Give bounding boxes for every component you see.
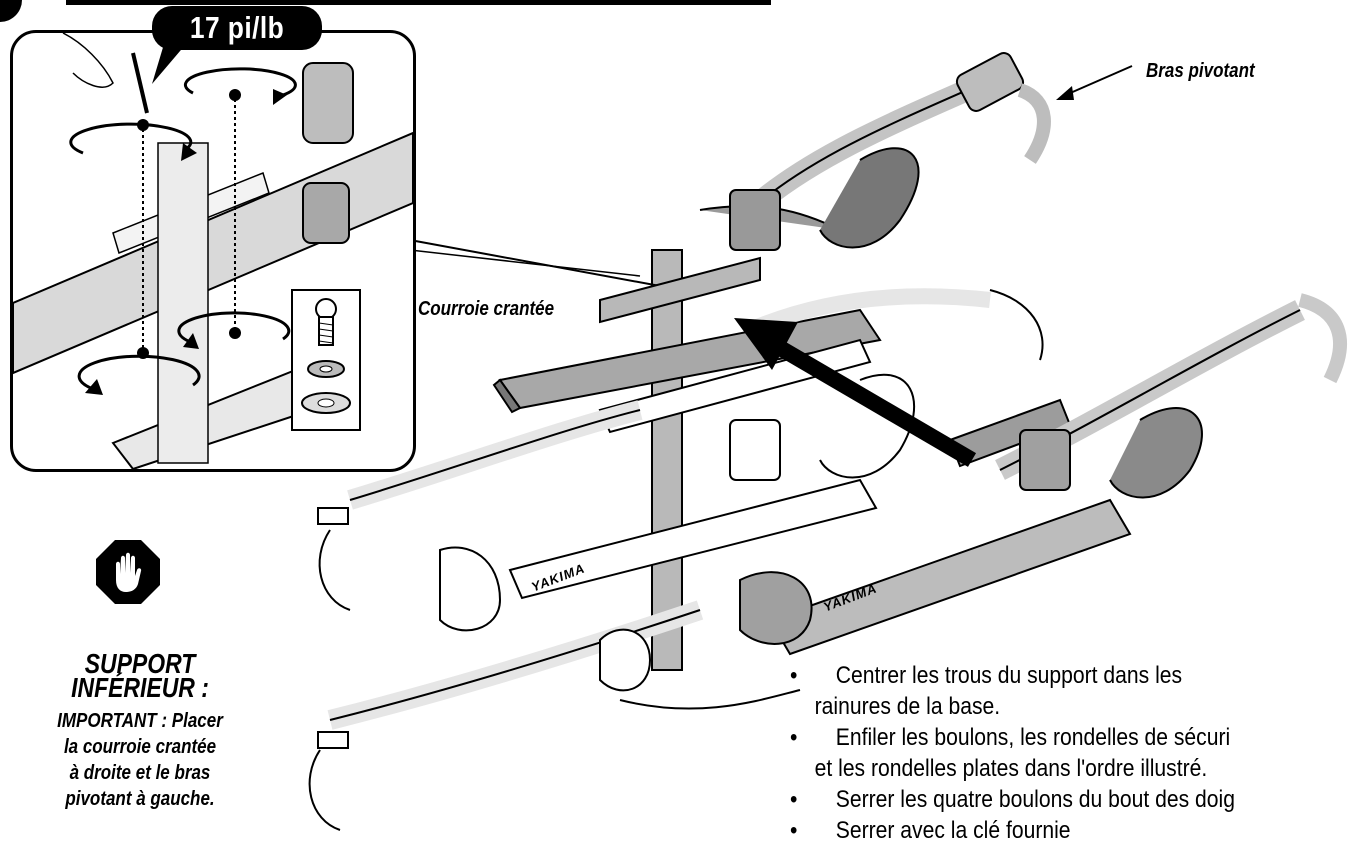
detail-inset: [10, 30, 416, 472]
arrow-icon: [734, 318, 977, 467]
important-note-line1: IMPORTANT : Placer: [57, 710, 223, 732]
stop-hand-icon: [96, 540, 160, 604]
instruction-text: Serrer avec la clé fournie: [835, 817, 1071, 844]
instruction-item: •Serrer les quatre boulons du bout des d…: [790, 786, 1235, 813]
hardware-exploded-view: [291, 289, 361, 431]
torque-callout-bubble: [152, 6, 322, 50]
bottom-arm: [308, 600, 801, 831]
header-title-fragment: [66, 0, 771, 5]
support-title-line1: SUPPORT: [84, 648, 196, 679]
support-title-line2: INFÉRIEUR :: [71, 672, 209, 703]
instruction-text: Serrer les quatre boulons du bout des do…: [835, 786, 1235, 813]
important-note-line4: pivotant à gauche.: [65, 788, 215, 810]
pivot-arm-pointer-icon: [1056, 65, 1133, 100]
important-note-line3: à droite et le bras: [69, 762, 211, 784]
instruction-item: •Serrer avec la clé fournie: [790, 817, 1071, 844]
pivot-arm-label: Bras pivotant: [1146, 60, 1255, 82]
bolt-washer-stack-icon: [301, 298, 351, 414]
inset-illustration: [13, 33, 413, 469]
right-arm: [739, 293, 1347, 656]
instruction-text: Enfiler les boulons, les rondelles de sé…: [835, 724, 1231, 751]
leader-line-top: [409, 239, 661, 287]
rack-mast: [651, 249, 683, 671]
instruction-list: •Centrer les trous du support dans les r…: [790, 660, 1351, 846]
torque-callout: 17 pi/lb: [152, 6, 322, 84]
support-title: SUPPORT INFÉRIEUR :: [58, 648, 222, 703]
instruction-text: Centrer les trous du support dans les: [835, 662, 1183, 689]
toothed-strap-label: Courroie crantée: [418, 298, 555, 320]
important-note: IMPORTANT : Placer la courroie crantée à…: [38, 708, 242, 812]
instruction-text-cont: et les rondelles plates dans l'ordre ill…: [814, 755, 1208, 782]
important-note-line2: la courroie crantée: [63, 736, 217, 758]
torque-value: 17 pi/lb: [189, 10, 285, 45]
instruction-text-cont: rainures de la base.: [814, 693, 1001, 720]
instruction-item: •Centrer les trous du support dans les r…: [790, 660, 1336, 722]
instruction-item: •Enfiler les boulons, les rondelles de s…: [790, 722, 1336, 784]
callout-tail-icon: [152, 44, 186, 84]
